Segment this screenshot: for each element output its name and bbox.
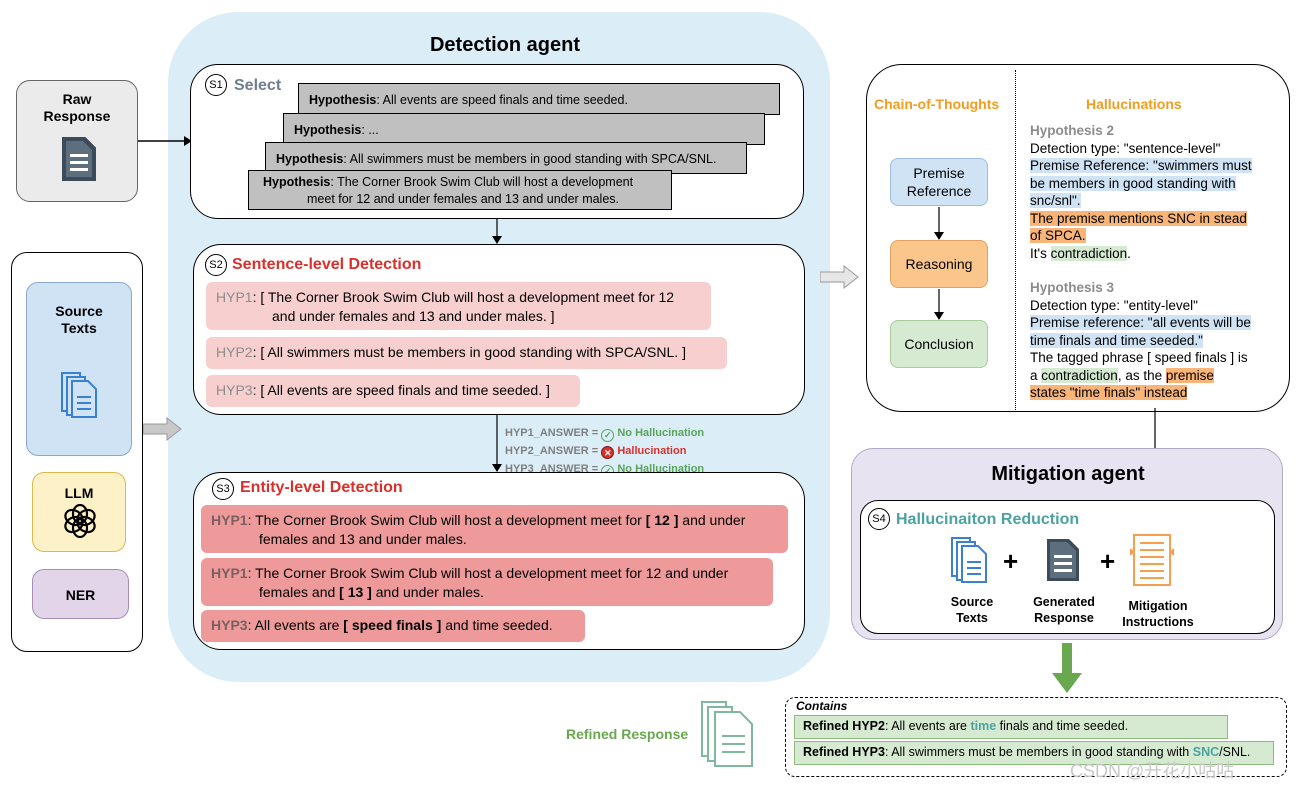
detection-to-cot-arrow	[820, 265, 859, 289]
watermark: CSDN @开花小咕咕	[1070, 761, 1235, 781]
contains-box	[785, 697, 1287, 777]
hypothesis-card-3: Hypothesis: All swimmers must be members…	[265, 142, 747, 174]
hyp3-premise-1: Premise reference: "all events will be	[1030, 315, 1251, 330]
raw-response-label-1: Raw	[62, 91, 92, 107]
generated-response-icon	[1047, 539, 1079, 581]
s3-hyp1-card-b: HYP1: The Corner Brook Swim Club will ho…	[201, 558, 773, 606]
hyp3-title: Hypothesis 3	[1030, 280, 1115, 295]
hallucinations-title: Hallucinations	[1086, 96, 1182, 112]
step-s1-badge: S1	[205, 74, 227, 96]
refined-documents-icon	[701, 701, 753, 767]
hyp3-premise-2: time finals and time seeded."	[1030, 332, 1203, 348]
hyp3-type: Detection type: "entity-level"	[1030, 297, 1198, 313]
llm-label: LLM	[64, 485, 94, 501]
hyp2-type: Detection type: "sentence-level"	[1030, 140, 1221, 156]
document-icon	[62, 137, 96, 181]
hypothesis-card-2: Hypothesis: ...	[283, 113, 765, 145]
hypothesis-card-4: Hypothesis: The Corner Brook Swim Club w…	[248, 170, 672, 210]
hyp2-reason-1: The premise mentions SNC in stead	[1030, 210, 1247, 226]
hyp2-premise-3: snc/snl".	[1030, 193, 1081, 208]
answer-row-2: HYP2_ANSWER = ✕ Hallucination	[505, 445, 687, 459]
raw-response-label-2: Response	[43, 108, 111, 124]
source-texts-box: Source Texts	[26, 282, 132, 456]
hyp2-conclusion: It's contradiction.	[1030, 245, 1131, 261]
source-texts-label-1: Source	[55, 303, 103, 319]
refined-response-label: Refined Response	[566, 726, 689, 742]
hyp3-reason-2: a contradiction, as the premise	[1030, 367, 1214, 383]
sentence-level-title: Sentence-level Detection	[232, 256, 422, 273]
mitigation-instructions-icon	[1130, 534, 1174, 586]
raw-to-select-arrow	[138, 136, 192, 146]
documents-stack-icon	[61, 372, 97, 418]
cot-title: Chain-of-Thoughts	[874, 96, 1000, 112]
select-title: Select	[234, 77, 282, 94]
s2-to-s3-arrow	[492, 415, 502, 472]
s2-hyp3-card: HYP3: [ All events are speed finals and …	[206, 375, 580, 407]
raw-response-box: Raw Response	[16, 80, 138, 202]
s2-hyp2-card: HYP2: [ All swimmers must be members in …	[206, 337, 727, 369]
cot-arrow-2	[934, 289, 944, 320]
source-texts-label-2: Texts	[61, 320, 97, 336]
s2-hyp1-card: HYP1: [ The Corner Brook Swim Club will …	[206, 282, 711, 330]
s1-to-s2-arrow	[492, 219, 502, 244]
green-down-arrow	[1052, 643, 1082, 693]
hyp2-title: Hypothesis 2	[1030, 123, 1115, 138]
reasoning-box: Reasoning	[890, 240, 988, 288]
plus-sign-1: +	[1003, 546, 1019, 576]
conclusion-box: Conclusion	[890, 320, 988, 368]
cot-divider	[1015, 70, 1016, 410]
x-circle-icon: ✕	[601, 446, 615, 459]
hyp2-reason-2: of SPCA.	[1030, 228, 1086, 243]
source-texts-icon	[951, 537, 987, 583]
answers-list: HYP1_ANSWER = ✓ No Hallucination HYP2_AN…	[505, 424, 704, 478]
openai-logo-icon	[64, 503, 96, 539]
hallucination-reduction-title: Hallucinaiton Reduction	[896, 511, 1080, 528]
refined-hyp3-row: Refined HYP3: All swimmers must be membe…	[794, 741, 1274, 765]
step-s2-badge: S2	[205, 254, 227, 276]
hyp3-reason-1: The tagged phrase [ speed finals ] is	[1030, 350, 1248, 365]
entity-level-title: Entity-level Detection	[240, 479, 403, 496]
s3-hyp1-card-a: HYP1: The Corner Brook Swim Club will ho…	[201, 505, 788, 553]
ner-label: NER	[65, 587, 96, 603]
contains-label: Contains	[796, 699, 848, 713]
answer-row-1: HYP1_ANSWER = ✓ No Hallucination	[505, 427, 705, 442]
ner-box: NER	[32, 569, 129, 619]
cot-arrow-1	[934, 207, 944, 240]
hypothesis-card-1: Hypothesis: All events are speed finals …	[298, 83, 780, 115]
mitigation-agent-title: Mitigation agent	[991, 463, 1145, 485]
step-s4-badge: S4	[868, 508, 890, 530]
hyp3-reason-3: states "time finals" instead	[1030, 385, 1188, 400]
check-circle-icon: ✓	[601, 429, 615, 442]
sidebar-to-detection-arrow	[143, 417, 182, 441]
llm-box: LLM	[32, 472, 126, 552]
hyp2-premise-2: be members in good standing with	[1030, 175, 1236, 191]
s3-hyp3-card: HYP3: All events are [ speed finals ] an…	[201, 610, 585, 642]
detection-agent-title: Detection agent	[429, 34, 581, 56]
plus-sign-2: +	[1100, 546, 1116, 576]
refined-hyp2-row: Refined HYP2: All events are time finals…	[794, 715, 1228, 739]
step-s3-badge: S3	[212, 478, 234, 500]
hyp2-premise-1: Premise Reference: "swimmers must	[1030, 158, 1252, 173]
hallucinations-text: Hypothesis 2 Detection type: "sentence-l…	[1030, 122, 1275, 402]
